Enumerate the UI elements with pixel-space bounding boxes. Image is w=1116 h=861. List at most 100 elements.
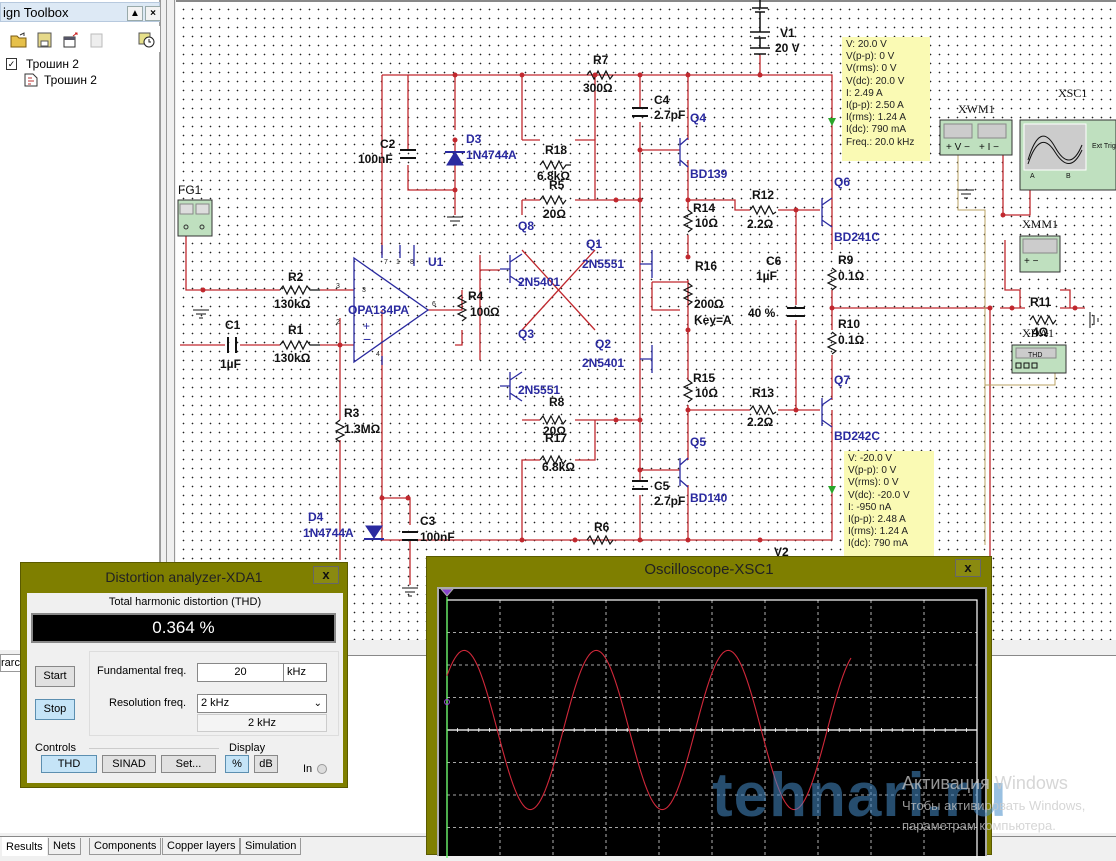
tab-nets[interactable]: Nets xyxy=(48,838,81,855)
transistor-q7 xyxy=(821,397,833,428)
toolbox-toolbar xyxy=(0,26,160,52)
value-r16: 200Ω xyxy=(694,297,724,311)
value-r8: 20Ω xyxy=(543,424,566,438)
value-r2: 130kΩ xyxy=(274,297,311,311)
capacitor-symbols xyxy=(227,107,805,541)
value-q6: BD241C xyxy=(834,230,880,244)
zener-d3-icon xyxy=(446,151,464,166)
export-icon[interactable] xyxy=(62,32,80,48)
resistor-r3 xyxy=(334,419,346,443)
label-xda1: XDA1 xyxy=(1022,326,1054,340)
resolution-freq-select[interactable]: 2 kHz ⌄ xyxy=(197,694,327,713)
resistor-r17 xyxy=(539,454,567,466)
oscilloscope-close-button[interactable]: x xyxy=(955,559,981,577)
label-v2: V2 xyxy=(774,545,789,559)
open-folder-icon[interactable] xyxy=(10,32,28,48)
label-d4: D4 xyxy=(308,510,324,524)
label-r10: R10 xyxy=(838,317,860,331)
label-q7: Q7 xyxy=(834,373,850,387)
display-group-label: Display xyxy=(229,742,266,754)
capacitor-c4 xyxy=(632,107,648,117)
probe-readout-top: V: 20.0 V V(p-p): 0 V V(rms): 0 V V(dc):… xyxy=(842,37,930,161)
label-r9: R9 xyxy=(838,253,854,267)
set-button[interactable]: Set... xyxy=(161,755,216,773)
label-r4: R4 xyxy=(468,289,484,303)
value-q4: BD139 xyxy=(690,167,728,181)
tab-hierarchy[interactable]: rarc xyxy=(0,654,22,672)
capacitor-c3 xyxy=(402,531,418,541)
start-button[interactable]: Start xyxy=(35,666,75,687)
distortion-analyzer-window: Distortion analyzer-XDA1 x Total harmoni… xyxy=(20,562,348,788)
channel-a-trace xyxy=(446,649,852,811)
label-r16: R16 xyxy=(695,259,717,273)
label-r5: R5 xyxy=(549,178,565,192)
label-xmm1: XMM1 xyxy=(1022,217,1058,231)
activation-line-1: Чтобы активировать Windows, xyxy=(902,798,1086,813)
value-c1: 1µF xyxy=(220,357,241,371)
site-watermark: tehnari.ru xyxy=(712,761,1008,830)
save-icon[interactable] xyxy=(36,32,54,48)
value-r15: 10Ω xyxy=(695,386,718,400)
tab-simulation[interactable]: Simulation xyxy=(240,838,302,855)
value-r7: 300Ω xyxy=(583,81,613,95)
label-r3: R3 xyxy=(344,406,360,420)
distortion-analyzer-xda1: THD xyxy=(1011,344,1067,374)
value-r12: 2.2Ω xyxy=(747,217,774,231)
tab-components[interactable]: Components xyxy=(89,838,162,855)
resistor-r9 xyxy=(826,267,838,291)
schematic-canvas[interactable] xyxy=(176,0,1116,640)
multimeter-xmm1: + − xyxy=(1019,235,1061,273)
db-display-button[interactable]: dB xyxy=(254,755,278,773)
resistor-r18 xyxy=(539,159,571,171)
fundamental-freq-input[interactable]: 20 xyxy=(197,663,284,682)
label-c1: C1 xyxy=(225,318,241,332)
ground-icon xyxy=(402,587,418,597)
tab-copper-layers[interactable]: Copper layers xyxy=(162,838,241,855)
resistor-r5 xyxy=(539,194,567,206)
fundamental-unit-field[interactable]: kHz xyxy=(283,663,327,682)
label-q6: Q6 xyxy=(834,175,850,189)
value-c5: 2.7pF xyxy=(654,494,685,508)
label-r2: R2 xyxy=(288,270,304,284)
value-q8: 2N5401 xyxy=(518,275,560,289)
stop-button[interactable]: Stop xyxy=(35,699,75,720)
value-c2: 100nF xyxy=(358,152,393,166)
pin-8-label: 8 xyxy=(410,259,414,266)
ground-icon xyxy=(193,309,209,319)
sinad-mode-button[interactable]: SINAD xyxy=(102,755,156,773)
value-c3: 100nF xyxy=(420,530,455,544)
label-u1: U1 xyxy=(428,255,444,269)
key-r16: Key=A xyxy=(694,313,732,327)
value-q3: 2N5551 xyxy=(518,383,560,397)
label-r14: R14 xyxy=(693,201,715,215)
clock-icon[interactable] xyxy=(138,32,156,48)
oscilloscope-screen[interactable] xyxy=(437,587,987,861)
thd-mode-button[interactable]: THD xyxy=(41,755,97,773)
checkbox-icon[interactable]: ✓ xyxy=(6,58,17,70)
resolution-freq-readout: 2 kHz xyxy=(197,714,327,732)
pin-6-label: 6 xyxy=(432,301,436,308)
junction-dots xyxy=(200,72,1078,543)
toolbox-title: ign Toolbox xyxy=(3,5,69,20)
resistor-r12 xyxy=(749,204,777,216)
pin-1-label: 1 xyxy=(396,259,400,266)
input-terminal-icon[interactable] xyxy=(317,764,327,774)
activation-title: Активация Windows xyxy=(902,773,1068,793)
panel-splitter[interactable] xyxy=(160,0,175,650)
label-c2: C2 xyxy=(380,137,396,151)
tab-results[interactable]: Results xyxy=(2,837,47,856)
distortion-analyzer-close-button[interactable]: x xyxy=(313,566,339,584)
svg-text:B: B xyxy=(1066,173,1071,180)
value-q7: BD242C xyxy=(834,429,880,443)
percent-display-button[interactable]: % xyxy=(225,755,249,773)
resistor-r6 xyxy=(586,534,614,546)
battery-v1 xyxy=(750,0,770,55)
resistor-r8 xyxy=(539,414,567,426)
function-generator-fg1 xyxy=(177,199,213,237)
toolbox-minimize-button[interactable]: ▲ xyxy=(127,6,143,21)
label-r13: R13 xyxy=(752,386,774,400)
cursor-1-marker-icon[interactable] xyxy=(439,588,455,597)
label-c3: C3 xyxy=(420,514,436,528)
value-r5: 20Ω xyxy=(543,207,566,221)
pin-3-label: 3 xyxy=(336,283,340,290)
